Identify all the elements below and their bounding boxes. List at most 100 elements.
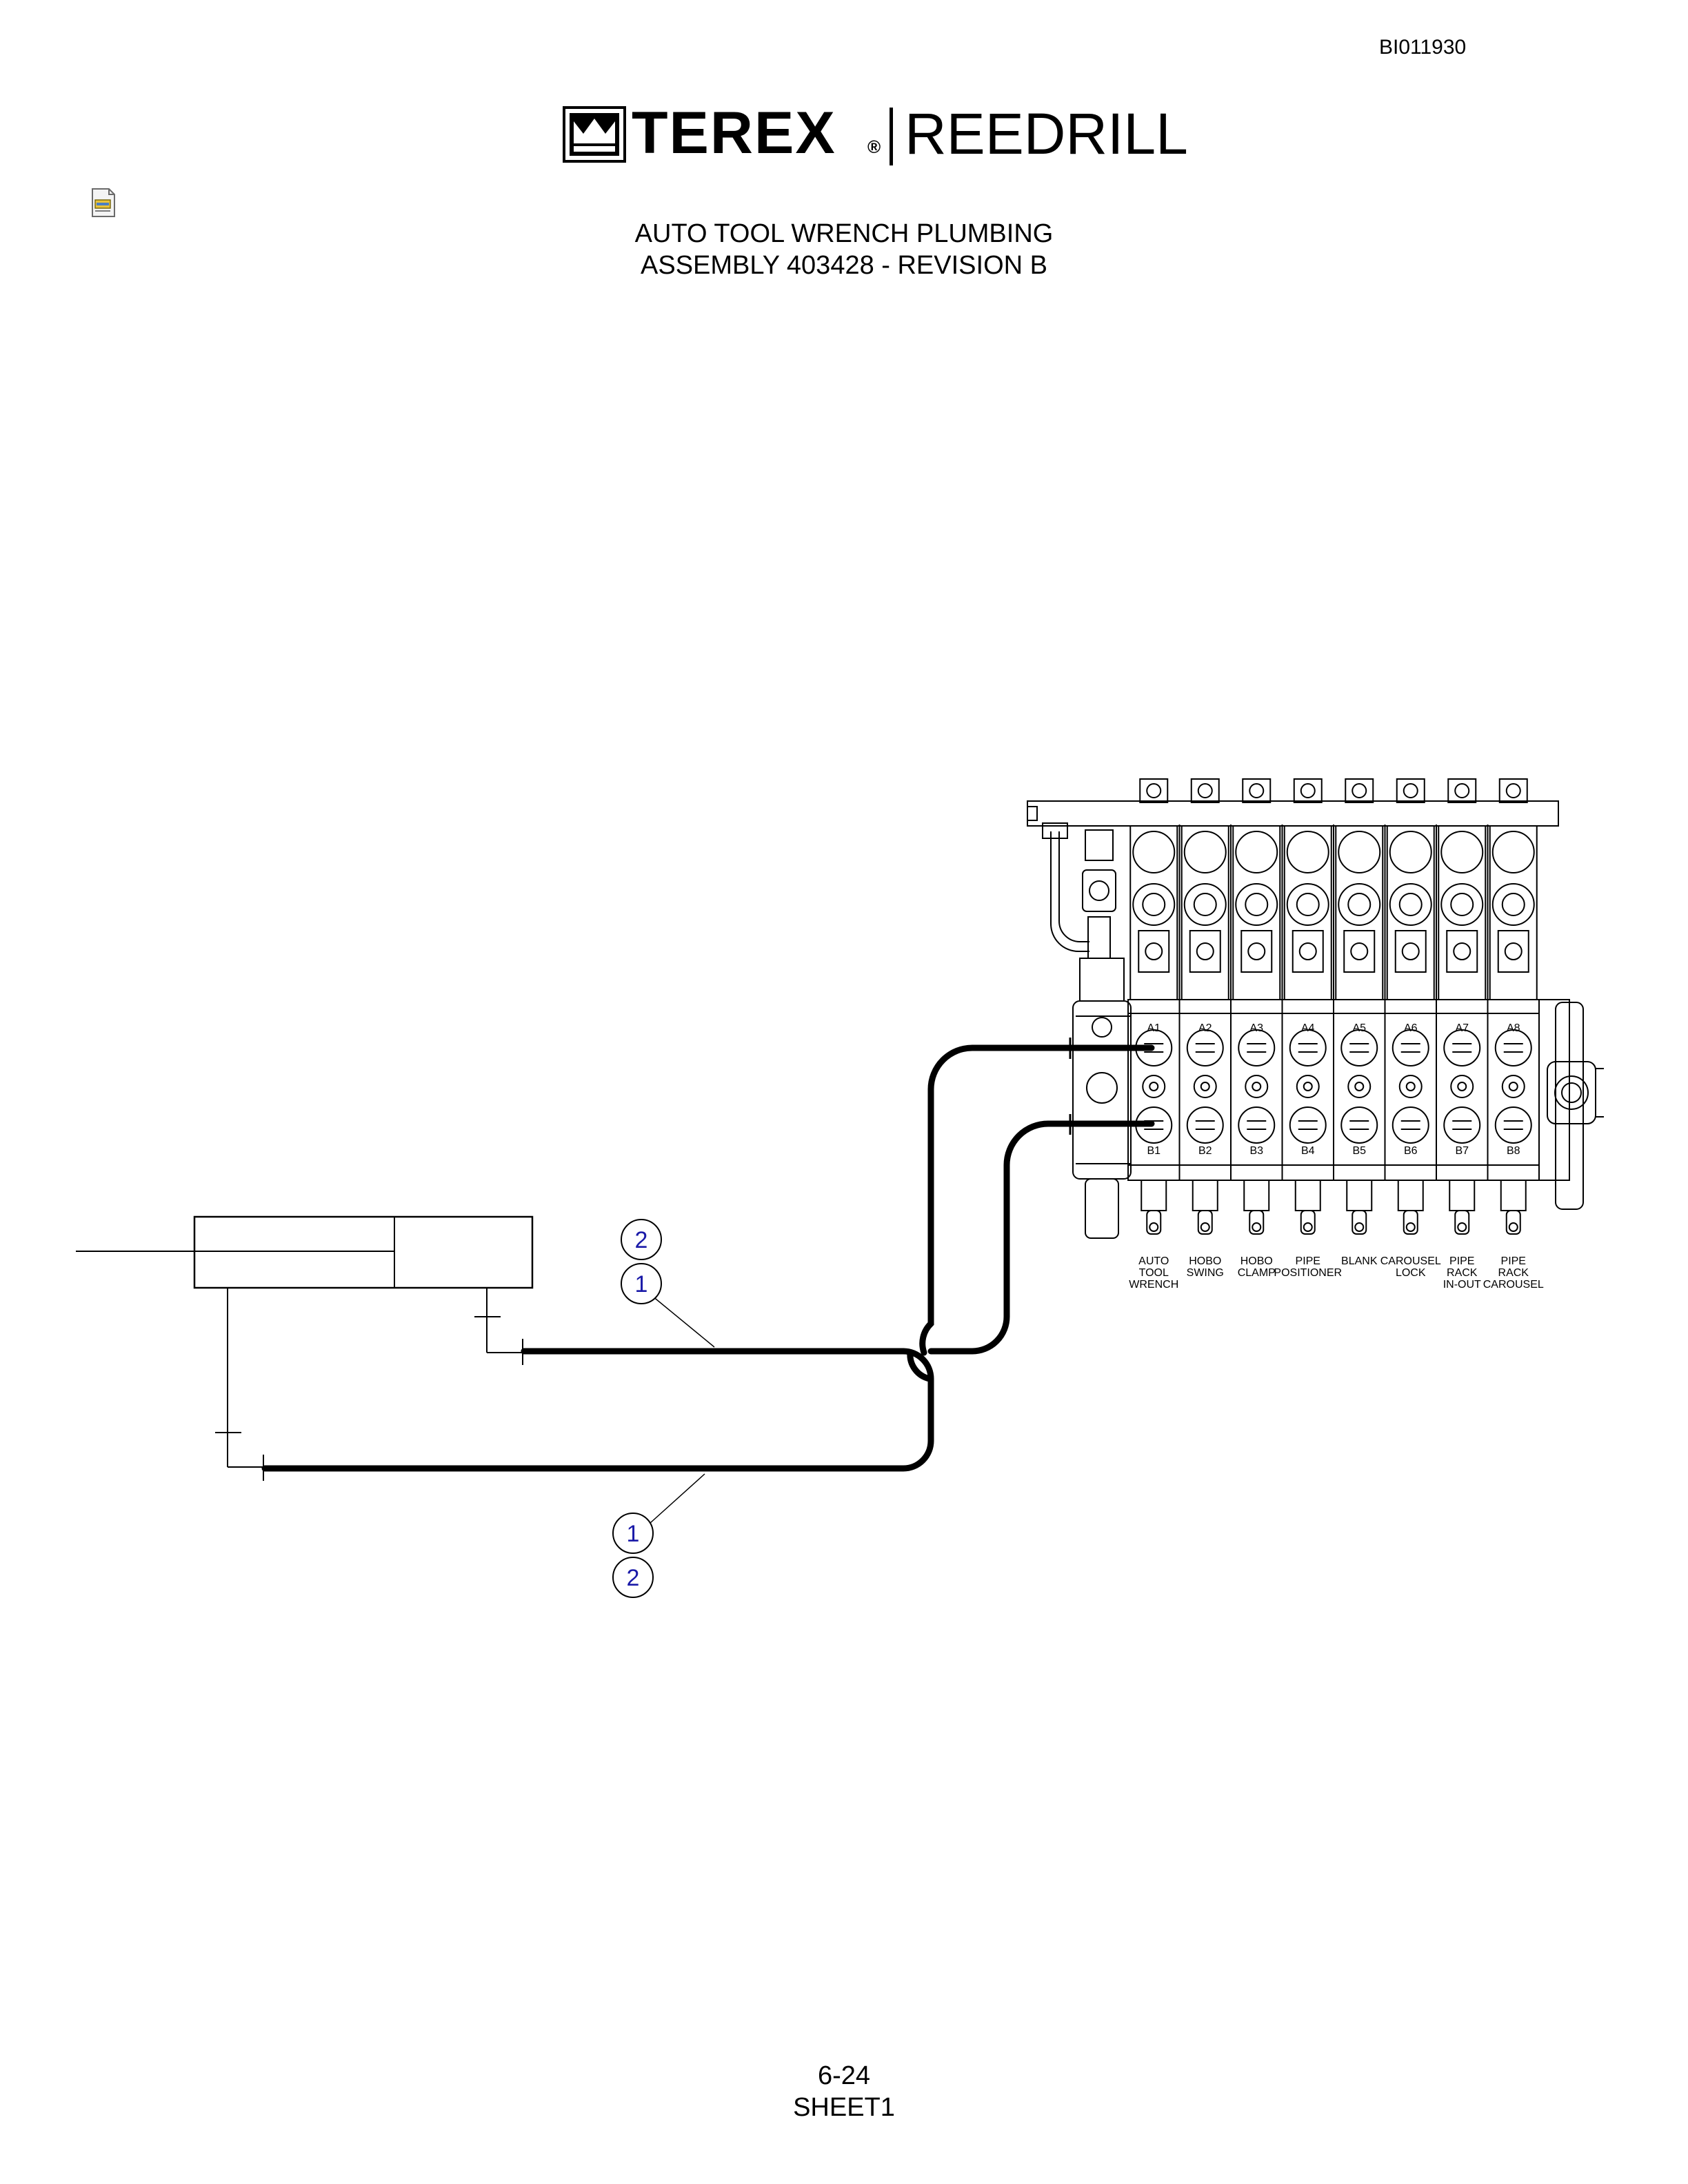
pilot-cap-bolt [1249,783,1265,798]
valve-section-6 [1384,778,1435,1235]
valve-center-bolt [1405,1082,1416,1091]
spool-cap-bolt [1504,942,1523,960]
drawing-title: AUTO TOOL WRENCH PLUMBING ASSEMBLY 40342… [0,218,1688,281]
port-label-a5: A5 [1352,1022,1366,1034]
solenoid-core [1193,893,1217,916]
callout-lower-bottom: 2 [627,1565,640,1591]
lever-pin [1200,1222,1210,1232]
title-line-2: ASSEMBLY 403428 - REVISION B [641,251,1047,280]
spool-cap-bolt [1196,942,1214,960]
port-b [1289,1106,1327,1144]
lever-handle [1300,1210,1316,1235]
valve-center-bolt [1457,1082,1467,1091]
document-icon[interactable] [88,188,119,218]
valve-center-bolt [1303,1082,1313,1091]
lever-base [1500,1180,1527,1211]
solenoid-body [1232,825,1281,1000]
pilot-cap-bolt [1352,783,1367,798]
valve-center-bolt [1200,1082,1210,1091]
lever-handle [1249,1210,1265,1235]
port-a [1238,1029,1276,1066]
lever-pin [1252,1222,1262,1232]
document-id: BI011930 [1379,36,1467,59]
lever-base [1294,1180,1321,1211]
port-b [1494,1106,1532,1144]
solenoid-coil [1132,883,1176,926]
valve-center [1501,1075,1525,1098]
valve-label-3-line-1: HOBO [1240,1255,1273,1267]
hose-to-port-a1 [261,1348,934,1472]
port-a [1186,1029,1224,1066]
solenoid-core [1501,893,1525,916]
page-footer: 6-24 SHEET1 [0,2060,1688,2123]
port-label-a3: A3 [1249,1022,1263,1034]
rod-end-fitting [474,1288,523,1365]
spool-cap [1343,930,1376,973]
valve-label-6-line-1: CAROUSEL [1380,1255,1441,1267]
spool-cap [1240,930,1273,973]
spool-cap-bolt [1247,942,1266,960]
valve-label-6-line-2: LOCK [1396,1267,1426,1279]
valve-center-bolt [1252,1082,1262,1091]
port-label-b6: B6 [1404,1145,1418,1157]
port-b [1238,1106,1276,1144]
port-label-a2: A2 [1198,1022,1212,1034]
port-b [1186,1106,1224,1144]
solenoid-core [1296,893,1320,916]
solenoid-coil [1491,883,1535,926]
solenoid-coil [1389,831,1432,873]
lever-pin [1508,1222,1518,1232]
valve-label-1-line-2: TOOL [1139,1267,1169,1279]
lever-handle [1505,1210,1521,1235]
callout-upper-bottom: 1 [635,1271,648,1297]
solenoid-coil [1491,831,1535,873]
pilot-cap-bolt [1197,783,1213,798]
pilot-cap [1498,778,1528,803]
port-label-b5: B5 [1352,1145,1366,1157]
callout-group-lower [612,1513,654,1598]
port-label-b4: B4 [1301,1145,1315,1157]
solenoid-coil [1338,883,1381,926]
valve-center-bolt [1354,1082,1365,1091]
pilot-cap [1139,778,1169,803]
valve-label-1-line-1: AUTO [1138,1255,1169,1267]
registered-mark: ® [867,136,881,157]
solenoid-core [1347,893,1372,916]
solenoid-body [1489,825,1538,1000]
spool-cap [1292,930,1324,973]
port-b [1391,1106,1429,1144]
solenoid-core [1142,893,1166,916]
valve-center-bolt [1149,1082,1159,1091]
callout-lower-top: 1 [627,1521,640,1547]
solenoid-coil [1286,883,1329,926]
port-a [1391,1029,1429,1066]
port-b [1340,1106,1378,1144]
pilot-cap-bolt [1403,783,1418,798]
sheet-label: SHEET1 [793,2093,895,2122]
lever-handle [1454,1210,1470,1235]
solenoid-coil [1389,883,1432,926]
valve-label-4-line-2: POSITIONER [1274,1267,1342,1279]
valve-label-8-line-2: RACK [1498,1267,1529,1279]
lever-base [1346,1180,1373,1211]
valve-label-4-line-1: PIPE [1296,1255,1320,1267]
port-label-a1: A1 [1147,1022,1160,1034]
valve-center [1193,1075,1217,1098]
valve-sections [1129,778,1538,1235]
port-label-a7: A7 [1455,1022,1469,1034]
valve-center [1296,1075,1320,1098]
callout-group-upper [621,1219,662,1304]
pilot-cap-bolt [1146,783,1162,798]
valve-label-2-line-2: SWING [1187,1267,1224,1279]
solenoid-coil [1183,883,1227,926]
valve-label-8-line-1: PIPE [1501,1255,1526,1267]
lever-handle [1403,1210,1418,1235]
valve-section-7 [1436,778,1487,1235]
solenoid-coil [1440,831,1484,873]
solenoid-coil [1338,831,1381,873]
port-label-b7: B7 [1455,1145,1469,1157]
leader-lines [649,1295,715,1524]
port-label-b8: B8 [1507,1145,1520,1157]
lever-base [1449,1180,1476,1211]
port-a [1289,1029,1327,1066]
